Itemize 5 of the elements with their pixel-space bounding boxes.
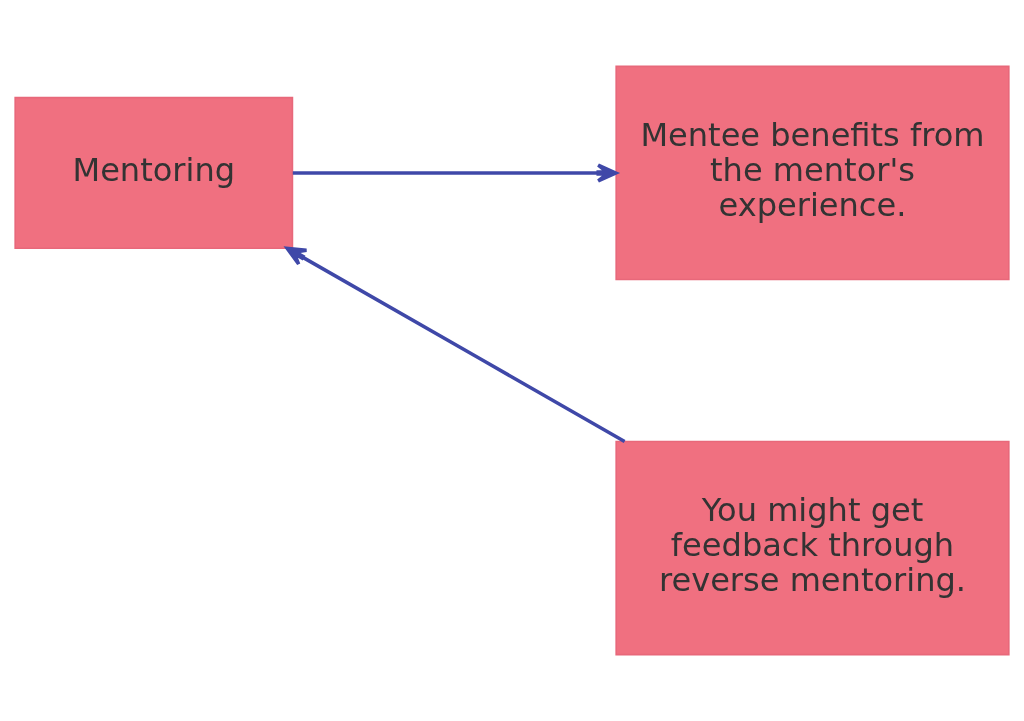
node-box: You might get feedback through reverse mentoring.	[615, 440, 1010, 656]
node-box: Mentoring	[14, 96, 294, 250]
arrow	[292, 163, 618, 183]
arrow	[285, 246, 626, 443]
node-box: Mentee benefits from the mentor's experience.	[615, 65, 1010, 281]
